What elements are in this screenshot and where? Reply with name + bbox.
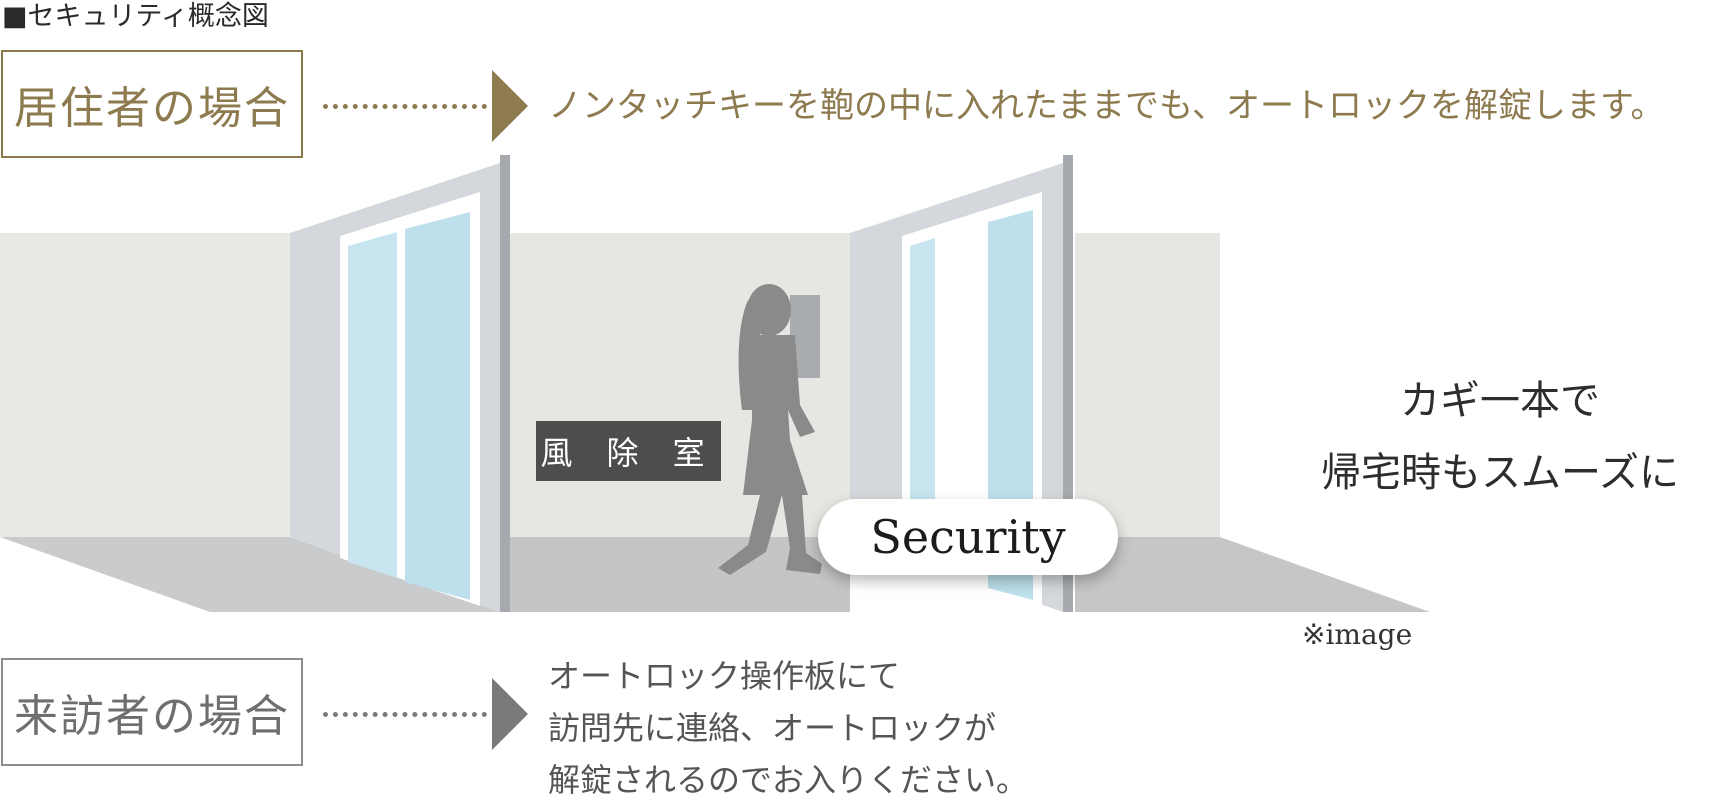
resident-arrow-icon <box>492 70 528 142</box>
visitor-description-line-3: 解錠されるのでお入りください。 <box>548 761 1029 799</box>
tagline-line-2: 帰宅時もスムーズに <box>1321 450 1679 496</box>
tagline-line-1: カギ一本で <box>1400 378 1600 424</box>
visitor-case-label: 来訪者の場合 <box>1 658 303 766</box>
tagline: カギ一本で 帰宅時もスムーズに <box>1300 365 1700 509</box>
resident-case-label: 居住者の場合 <box>1 50 303 158</box>
back-wall-left <box>0 233 290 537</box>
floor-center <box>510 537 850 612</box>
glass-panel-left-2 <box>405 212 470 600</box>
visitor-description-line-2: 訪問先に連絡、オートロックが <box>548 709 997 747</box>
glass-panel-left-1 <box>348 232 397 578</box>
glass-panel-right-1 <box>910 238 935 575</box>
door-post-right <box>1063 155 1073 612</box>
visitor-description: オートロック操作板にて 訪問先に連絡、オートロックが 解錠されるのでお入りくださ… <box>548 650 1028 806</box>
resident-description: ノンタッチキーを鞄の中に入れたままでも、オートロックを解錠します。 <box>548 86 1665 126</box>
windbreak-room-label: 風 除 室 <box>536 421 721 481</box>
diagram-title: ■セキュリティ概念図 <box>2 1 269 32</box>
floor-left <box>0 537 500 612</box>
person-silhouette <box>718 284 822 575</box>
back-wall-right <box>1075 233 1220 537</box>
visitor-arrow-icon <box>492 678 528 750</box>
visitor-description-line-1: オートロック操作板にて <box>548 657 901 695</box>
resident-dotted-connector <box>323 104 487 109</box>
image-note: ※image <box>1302 618 1413 651</box>
visitor-dotted-connector <box>323 712 487 717</box>
door-post-left <box>500 155 510 612</box>
floor-right <box>1075 537 1430 612</box>
security-badge: Security <box>818 499 1118 575</box>
